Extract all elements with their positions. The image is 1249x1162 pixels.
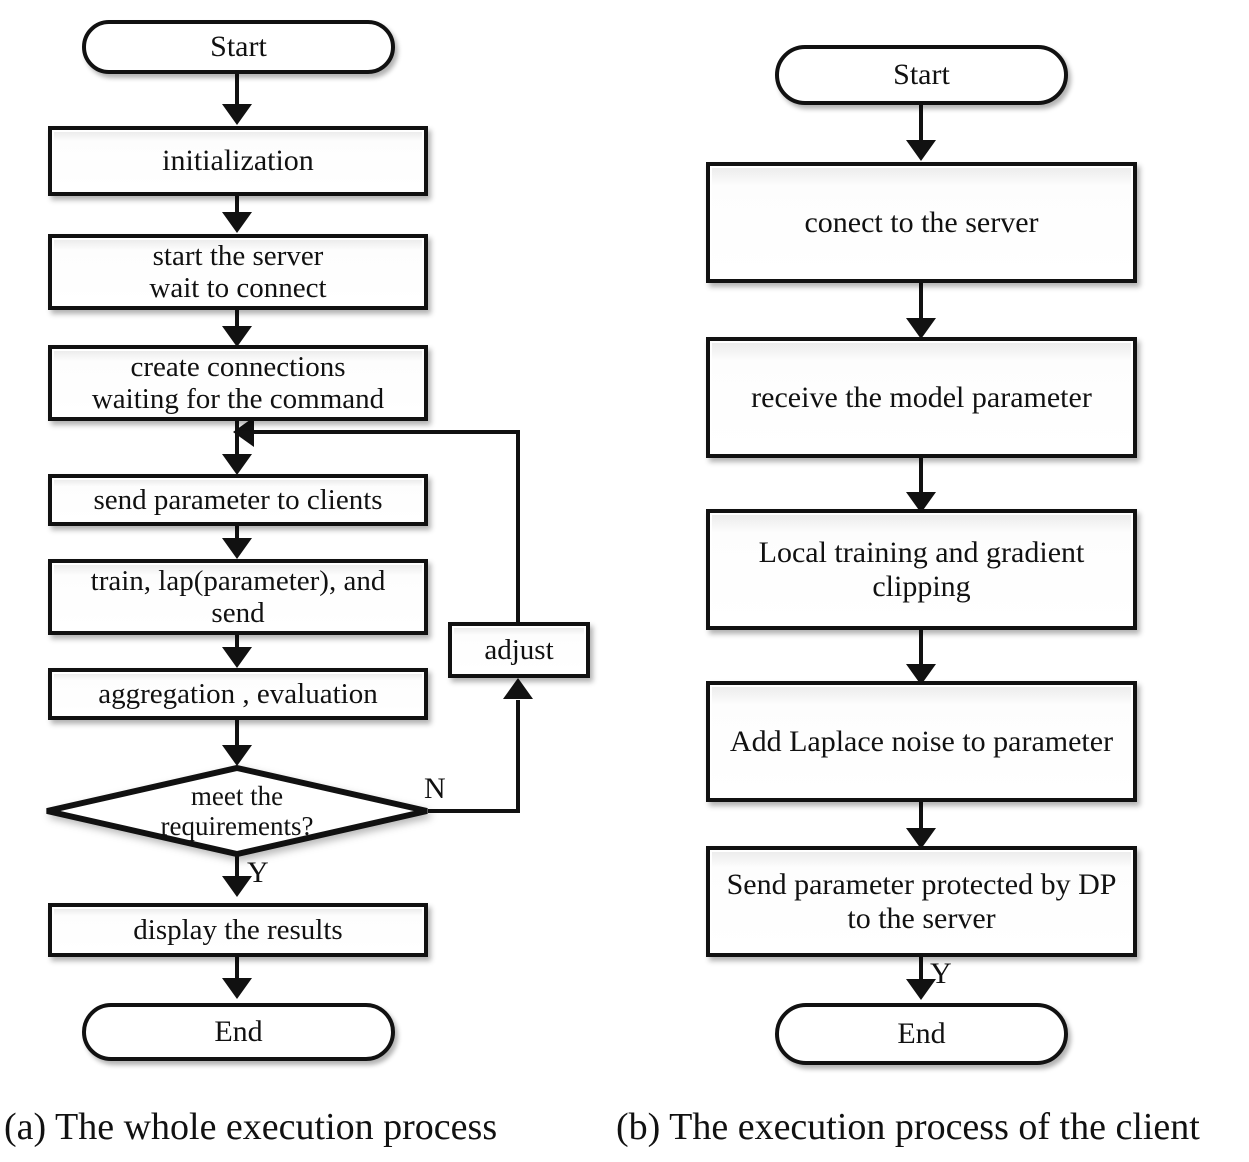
edge-b-local-noise <box>919 630 923 672</box>
node-label: meet the requirements? <box>160 780 314 841</box>
arrowhead-down <box>222 978 252 999</box>
edge-a-loopback-vertical <box>516 430 520 624</box>
node-label: End <box>214 1015 263 1049</box>
edge-label-yes: Y <box>247 856 269 889</box>
node-b-connect-server: conect to the server <box>706 162 1137 283</box>
diamond-shape <box>46 764 428 858</box>
caption-panel-a: (a) The whole execution process <box>4 1106 498 1148</box>
node-label: Start <box>893 58 950 92</box>
arrowhead-down <box>222 326 252 347</box>
node-b-add-noise: Add Laplace noise to parameter <box>706 681 1137 802</box>
edge-a-send-train <box>235 526 239 544</box>
arrowhead-down <box>222 212 252 233</box>
edge-a-no-branch-up-to-adjust <box>516 700 520 811</box>
arrowhead-down <box>222 745 252 766</box>
arrowhead-down <box>222 647 252 668</box>
node-b-start: Start <box>775 45 1068 105</box>
node-a-aggregation: aggregation , evaluation <box>48 668 428 720</box>
edge-a-display-end <box>235 957 239 983</box>
node-b-local-training: Local training and gradient clipping <box>706 509 1137 630</box>
arrowhead-down <box>222 538 252 559</box>
edge-b-connect-receive <box>919 283 923 325</box>
node-label: conect to the server <box>804 205 1039 239</box>
arrowhead-down <box>222 876 252 897</box>
node-label: create connections waiting for the comma… <box>91 350 385 415</box>
edge-a-loopback-horizontal <box>252 430 520 434</box>
node-label-wrap: meet the requirements? <box>44 765 430 857</box>
node-label: send parameter to clients <box>93 483 383 516</box>
node-label: display the results <box>133 913 343 946</box>
arrowhead-down <box>906 318 936 339</box>
node-a-display-results: display the results <box>48 903 428 957</box>
node-a-end: End <box>82 1003 395 1061</box>
node-label: train, lap(parameter), and send <box>90 564 386 629</box>
node-b-send-protected: Send parameter protected by DP to the se… <box>706 846 1137 957</box>
edge-a-yes-branch <box>235 856 239 884</box>
node-label: aggregation , evaluation <box>98 677 378 710</box>
node-label: start the server wait to connect <box>149 239 327 304</box>
arrowhead-up <box>503 678 533 699</box>
node-b-receive-parameter: receive the model parameter <box>706 337 1137 458</box>
edge-a-no-branch-horizontal <box>428 809 520 813</box>
node-label: adjust <box>484 633 554 666</box>
edge-label-no: N <box>424 772 446 805</box>
edge-a-train-agg <box>235 635 239 653</box>
node-b-end: End <box>775 1003 1068 1065</box>
node-label: initialization <box>162 144 314 178</box>
arrowhead-down <box>906 828 936 849</box>
arrowhead-down <box>906 979 936 1000</box>
edge-b-receive-local <box>919 458 923 500</box>
node-label: Start <box>210 30 267 64</box>
arrowhead-down <box>906 140 936 161</box>
node-a-adjust: adjust <box>448 622 590 678</box>
node-label: Local training and gradient clipping <box>758 535 1085 603</box>
node-label: receive the model parameter <box>751 380 1092 414</box>
edge-label-yes: Y <box>930 957 952 990</box>
edge-a-server-conn <box>235 310 239 334</box>
node-a-initialization: initialization <box>48 126 428 196</box>
node-label: Send parameter protected by DP to the se… <box>726 867 1117 935</box>
arrowhead-down <box>906 492 936 513</box>
arrowhead-down <box>222 454 252 475</box>
caption-panel-b: (b) The execution process of the client <box>616 1106 1200 1148</box>
arrowhead-down <box>222 104 252 125</box>
node-a-start: Start <box>82 20 395 74</box>
node-a-create-connections: create connections waiting for the comma… <box>48 345 428 421</box>
edge-b-sendback-end <box>919 957 923 985</box>
arrowhead-down <box>906 664 936 685</box>
edge-b-noise-sendback <box>919 802 923 836</box>
edge-b-start-connect <box>919 105 923 147</box>
edge-a-init-server <box>235 196 239 220</box>
node-a-start-server: start the server wait to connect <box>48 234 428 310</box>
node-label: Add Laplace noise to parameter <box>729 724 1114 758</box>
node-a-decision: meet the requirements? <box>44 764 430 858</box>
node-a-send-parameter: send parameter to clients <box>48 474 428 526</box>
node-a-train-lap: train, lap(parameter), and send <box>48 559 428 635</box>
edge-a-start-init <box>235 74 239 108</box>
node-label: End <box>897 1017 946 1051</box>
arrowhead-left <box>233 417 254 447</box>
edge-a-agg-decision <box>235 720 239 748</box>
